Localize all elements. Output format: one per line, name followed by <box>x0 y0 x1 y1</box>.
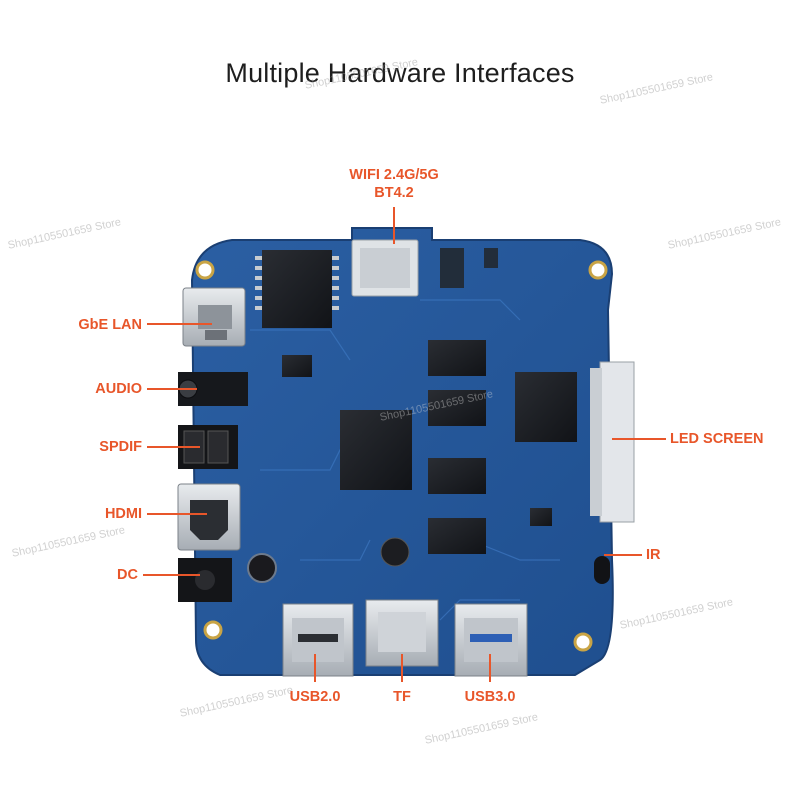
label-gbe-lan: GbE LAN <box>78 317 142 333</box>
hdmi-port <box>177 483 241 551</box>
label-wifi-line2: BT4.2 <box>374 185 414 201</box>
label-wifi: WIFI 2.4G/5G BT4.2 <box>324 166 464 202</box>
wifi-module <box>351 239 419 297</box>
dc-jack <box>178 558 232 602</box>
led-screen-connector <box>590 361 635 523</box>
tf-slot <box>365 599 439 667</box>
page-title: Multiple Hardware Interfaces <box>225 58 575 88</box>
label-dc: DC <box>117 567 138 583</box>
label-spdif: SPDIF <box>99 439 142 455</box>
label-ir: IR <box>646 547 661 563</box>
label-wifi-line1: WIFI 2.4G/5G <box>349 167 439 183</box>
label-usb2: USB2.0 <box>289 689 341 705</box>
label-hdmi: HDMI <box>104 506 142 522</box>
label-usb3: USB3.0 <box>464 689 516 705</box>
label-led-screen: LED SCREEN <box>670 431 764 447</box>
label-tf: TF <box>393 689 411 705</box>
ethernet-port <box>182 287 246 347</box>
ram-chips <box>428 340 486 554</box>
label-audio: AUDIO <box>95 381 142 397</box>
usb2-port <box>282 603 354 677</box>
mounting-holes <box>195 260 608 652</box>
ir-receiver <box>594 556 610 584</box>
callout-lines <box>143 207 666 682</box>
